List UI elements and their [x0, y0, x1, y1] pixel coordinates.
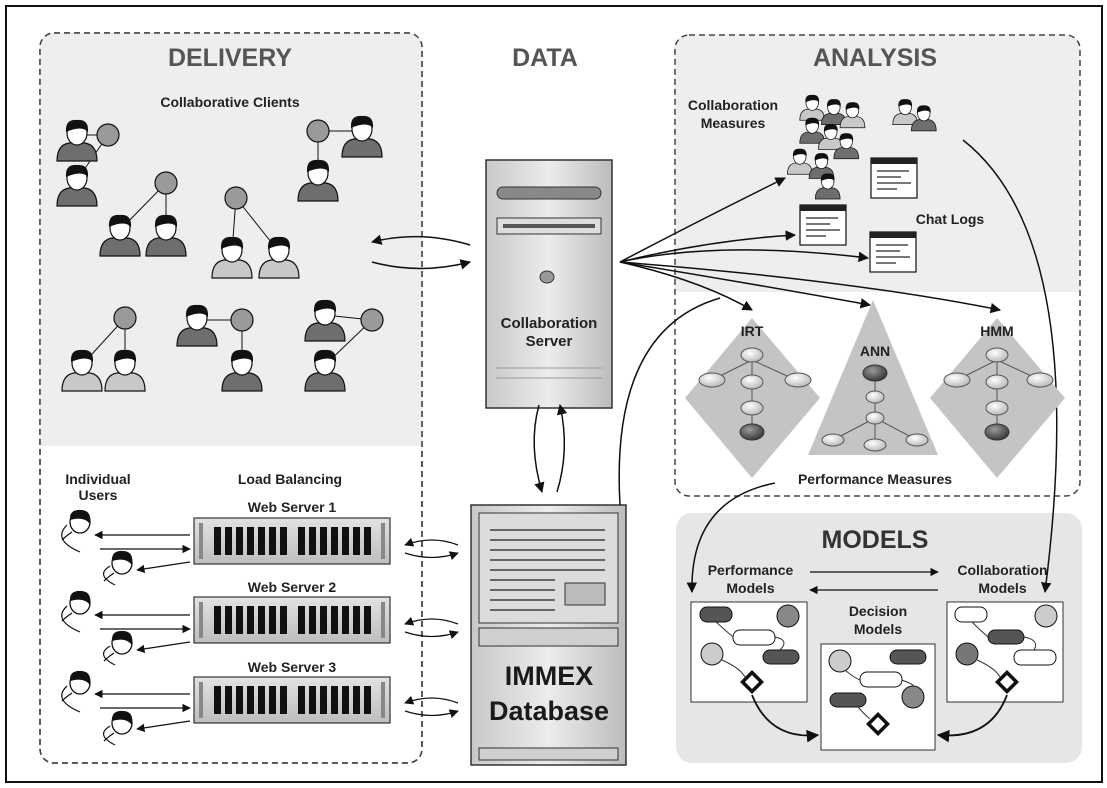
chat-log-doc [799, 204, 847, 246]
immex-database-label-line2: Database [488, 696, 610, 726]
collaborative-clients-label: Collaborative Clients [160, 94, 300, 110]
section-title-models: MODELS [821, 526, 929, 554]
irt-label: IRT [740, 323, 764, 339]
load-balancing-label: Load Balancing [237, 471, 343, 487]
section-title-data: DATA [512, 44, 578, 72]
immex-database-rack [470, 504, 627, 766]
decision-models-box [820, 643, 936, 751]
chat-log-doc [869, 231, 917, 273]
immex-database-label-line1: IMMEX [504, 661, 594, 691]
collaboration-models-label-line1: Collaboration [957, 562, 1048, 578]
performance-models-box [690, 601, 808, 703]
performance-measures-label: Performance Measures [797, 471, 953, 487]
ann-model-triangle [808, 300, 938, 455]
collaboration-measures-label-line2: Measures [700, 115, 766, 131]
collaboration-server-label-line2: Server [525, 333, 573, 350]
collaboration-server-label-line1: Collaboration [500, 315, 598, 332]
individual-users-label-line2: Users [78, 487, 118, 503]
collaboration-measures-label-line1: Collaboration [687, 97, 779, 113]
chat-log-doc [870, 157, 918, 199]
web-server-1-label: Web Server 1 [247, 499, 337, 515]
collaboration-models-label-line2: Models [978, 580, 1027, 596]
ann-label: ANN [859, 343, 891, 359]
hmm-model-diamond [930, 318, 1065, 478]
hmm-label: HMM [980, 323, 1014, 339]
collaboration-models-box [946, 601, 1064, 703]
decision-models-label-line2: Models [853, 621, 903, 637]
collaborative-client-group [56, 115, 384, 392]
chat-logs-label: Chat Logs [915, 211, 985, 227]
individual-users-label-line1: Individual [65, 471, 131, 487]
web-server-3-label: Web Server 3 [247, 659, 337, 675]
section-title-analysis: ANALYSIS [812, 44, 938, 72]
irt-model-diamond [685, 318, 820, 478]
web-server-racks [193, 517, 391, 724]
analysis-panel [674, 34, 1081, 497]
collaboration-server-tower [485, 159, 613, 409]
performance-models-label-line2: Models [726, 580, 775, 596]
decision-models-label-line1: Decision [848, 603, 908, 619]
performance-models-label-line1: Performance [707, 562, 794, 578]
section-title-delivery: DELIVERY [167, 44, 293, 72]
web-server-2-label: Web Server 2 [247, 579, 337, 595]
